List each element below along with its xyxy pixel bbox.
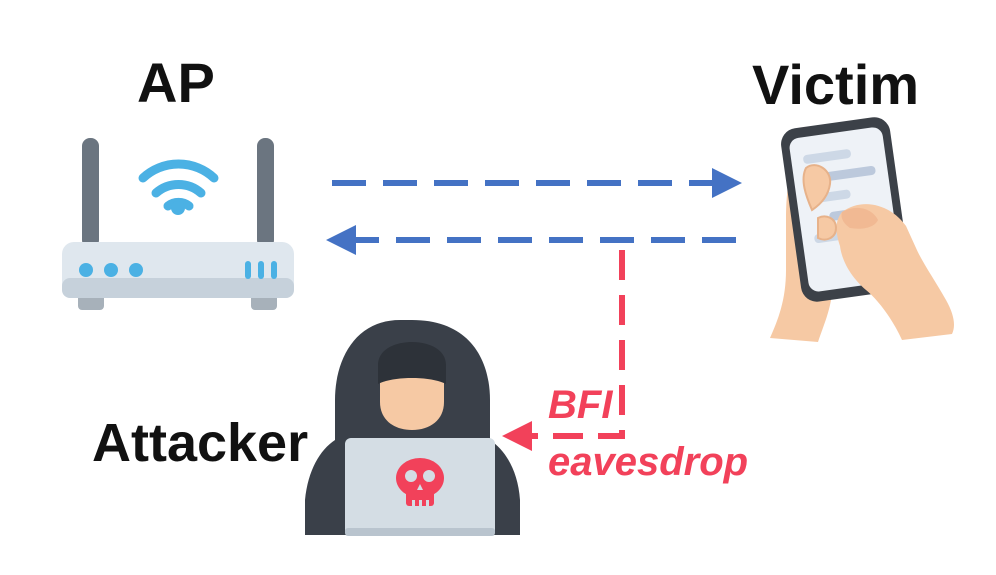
eavesdrop-path	[502, 250, 625, 451]
eavesdrop-label: eavesdrop	[548, 440, 749, 484]
skull-icon	[396, 458, 444, 508]
attacker-label: Attacker	[92, 413, 309, 473]
hooded-hacker-laptop-icon	[305, 320, 520, 536]
wifi-signal-icon	[138, 159, 219, 211]
bfi-label: BFI	[548, 383, 613, 427]
victim-label: Victim	[752, 53, 920, 116]
wifi-router-icon	[62, 138, 294, 310]
ap-label: AP	[137, 51, 215, 114]
smartphone-in-hands-icon	[770, 117, 954, 342]
